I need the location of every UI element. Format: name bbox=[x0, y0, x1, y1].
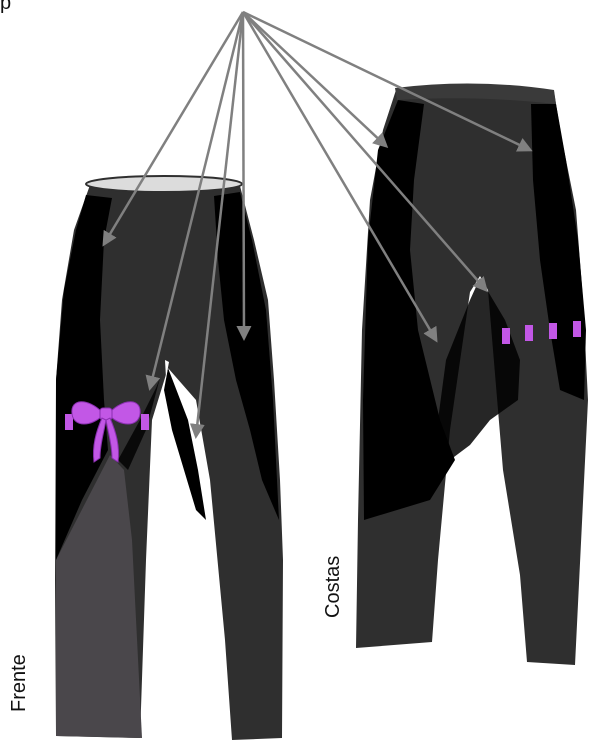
front-mark-left bbox=[65, 414, 73, 430]
front-pants bbox=[55, 176, 283, 740]
arrow-icon bbox=[243, 12, 244, 338]
back-mark-2 bbox=[525, 325, 533, 341]
back-mark-1 bbox=[502, 328, 510, 344]
front-waistband bbox=[86, 176, 242, 192]
front-label: Frente bbox=[8, 654, 31, 712]
back-mark-4 bbox=[573, 321, 581, 337]
back-label: Costas bbox=[322, 556, 345, 618]
arrow-icon bbox=[243, 12, 386, 146]
back-mark-3 bbox=[549, 323, 557, 339]
front-mark-right bbox=[141, 414, 149, 430]
top-partial-label: p bbox=[0, 0, 11, 15]
back-pants bbox=[356, 83, 588, 665]
